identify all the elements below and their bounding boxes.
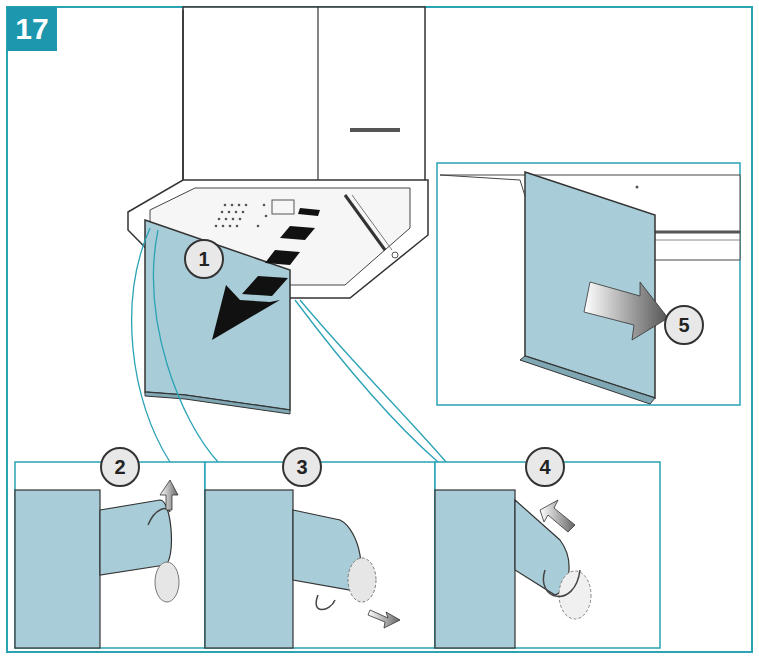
callout-number: 1 — [184, 239, 224, 279]
callout-number: 2 — [100, 447, 140, 487]
callout-number: 4 — [525, 447, 565, 487]
step-number: 17 — [7, 7, 57, 51]
callout-number: 5 — [664, 305, 704, 345]
callout-number: 3 — [282, 447, 322, 487]
